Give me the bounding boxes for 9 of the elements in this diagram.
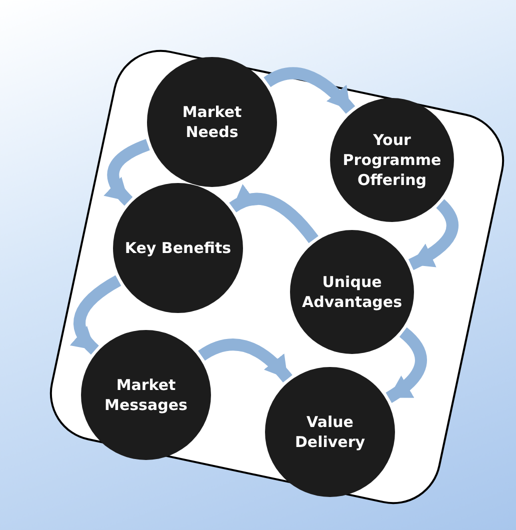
node-label: Value Delivery [294,412,366,452]
curved-arrow [229,184,318,244]
node-label: Your Programme Offering [342,130,442,190]
node-label: Key Benefits [124,238,232,258]
curved-arrow [104,139,150,206]
node-label: Unique Advantages [300,272,404,312]
curved-arrow [386,328,427,403]
node-label: Market Messages [104,375,188,415]
node-label: Market Needs [181,102,243,142]
